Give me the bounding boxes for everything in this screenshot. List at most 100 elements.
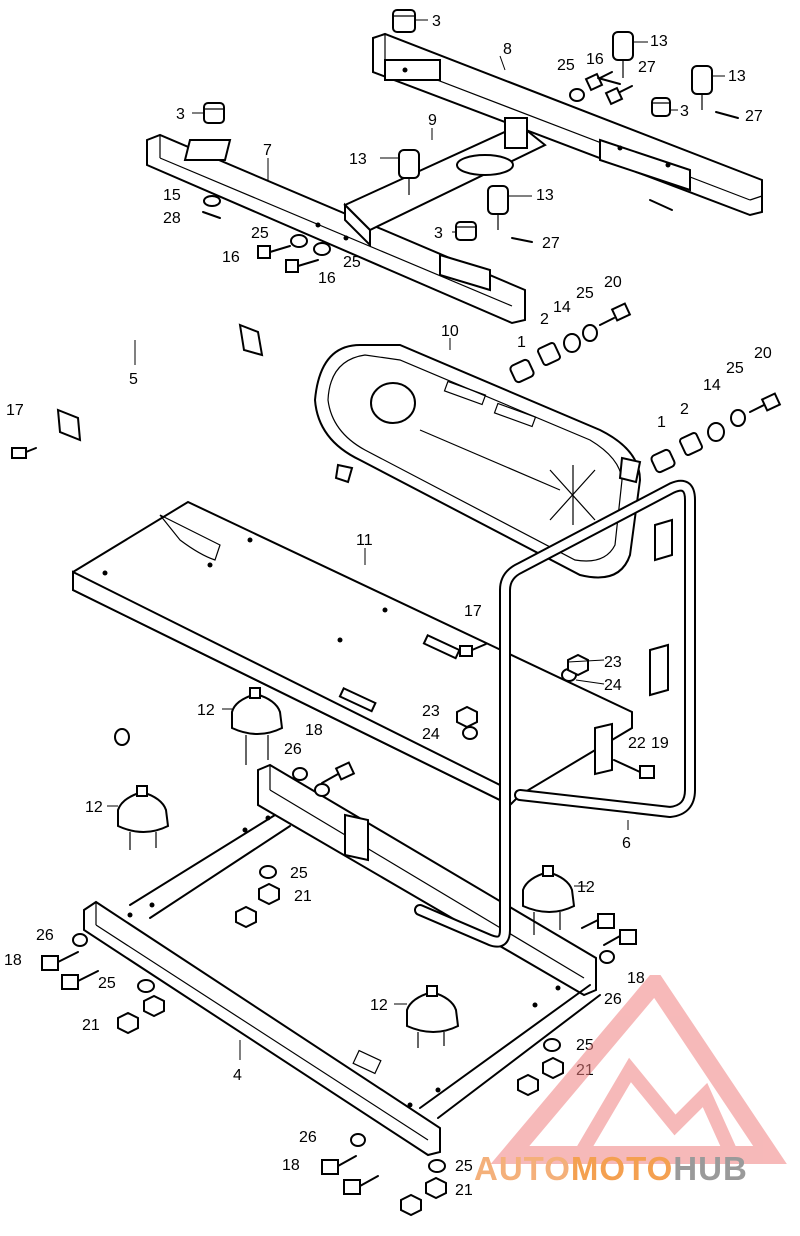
handle-tube-5 — [48, 279, 264, 746]
collar-1b — [650, 448, 676, 474]
bolt-18b — [41, 951, 79, 971]
mount-3a — [392, 9, 416, 33]
callout-24: 24 — [422, 726, 440, 743]
bolt-16b — [604, 85, 633, 106]
callout-24: 24 — [604, 677, 622, 694]
brand-wordmark: AUTOMOTOHUB — [474, 1150, 748, 1188]
callout-16: 16 — [318, 270, 336, 287]
mount-3d — [455, 221, 477, 241]
callout-3: 3 — [176, 106, 185, 123]
callout-26: 26 — [299, 1129, 317, 1146]
callout-12: 12 — [370, 997, 388, 1014]
callout-27: 27 — [745, 108, 763, 125]
callout-16: 16 — [586, 51, 604, 68]
callout-4: 4 — [233, 1067, 242, 1084]
callout-23: 23 — [604, 654, 622, 671]
mount-13b — [691, 65, 713, 110]
mount-12c — [522, 865, 576, 935]
callout-14: 14 — [553, 299, 571, 316]
brand-part-auto: AUTO — [474, 1150, 571, 1187]
callout-18: 18 — [4, 952, 22, 969]
callout-13: 13 — [728, 68, 746, 85]
callout-25: 25 — [455, 1158, 473, 1175]
mount-13d — [487, 185, 509, 230]
mount-3c — [203, 102, 225, 124]
hardware — [11, 71, 782, 1217]
bracket-plate-9 — [343, 117, 547, 248]
brand-part-moto: MOTO — [570, 1150, 674, 1187]
callout-17: 17 — [464, 603, 482, 620]
callout-25: 25 — [290, 865, 308, 882]
rubber-mounts — [117, 9, 713, 1048]
callout-21: 21 — [455, 1182, 473, 1199]
triangle-m-logo — [490, 975, 787, 1164]
callout-12: 12 — [197, 702, 215, 719]
callout-19: 19 — [651, 735, 669, 752]
callout-25: 25 — [576, 285, 594, 302]
logo-triangle-icon — [490, 975, 787, 1164]
callout-11: 11 — [356, 532, 373, 549]
upper-rail-7 — [146, 133, 526, 325]
callout-26: 26 — [284, 741, 302, 758]
callout-8: 8 — [503, 41, 512, 58]
callout-20: 20 — [754, 345, 772, 362]
callout-labels: 3 8 13 16 25 27 13 3 27 3 9 7 13 13 15 2… — [4, 13, 772, 1199]
mount-12a — [231, 687, 284, 765]
bolt-17b — [459, 643, 487, 657]
callout-7: 7 — [263, 142, 272, 159]
callout-10: 10 — [441, 323, 459, 340]
fuel-tank-10 — [313, 344, 642, 579]
handle-tube-6 — [414, 479, 696, 948]
callout-20: 20 — [604, 274, 622, 291]
bolt-18g — [343, 1175, 379, 1195]
callout-1: 1 — [517, 334, 526, 351]
callout-27: 27 — [542, 235, 560, 252]
bolt-20a — [599, 302, 632, 326]
callout-2: 2 — [680, 401, 689, 418]
bolt-20b — [749, 392, 782, 413]
callout-26: 26 — [604, 991, 622, 1008]
callout-22: 22 — [628, 735, 646, 752]
callout-25: 25 — [557, 57, 575, 74]
callout-1: 1 — [657, 414, 666, 431]
mount-12b — [117, 785, 170, 850]
base-plate-11 — [72, 500, 633, 807]
callout-14: 14 — [703, 377, 721, 394]
collar-2a — [537, 342, 561, 366]
callout-9: 9 — [428, 112, 437, 129]
callout-23: 23 — [422, 703, 440, 720]
callout-12: 12 — [577, 879, 595, 896]
callout-15: 15 — [163, 187, 181, 204]
callout-25: 25 — [251, 225, 269, 242]
mount-12d — [406, 985, 460, 1048]
collar-2b — [679, 432, 703, 456]
callout-21: 21 — [82, 1017, 100, 1034]
callout-21: 21 — [294, 888, 312, 905]
callout-3: 3 — [432, 13, 441, 30]
callout-27: 27 — [638, 59, 656, 76]
callout-2: 2 — [540, 311, 549, 328]
callout-13: 13 — [536, 187, 554, 204]
callout-3: 3 — [434, 225, 443, 242]
callout-13: 13 — [650, 33, 668, 50]
callout-25: 25 — [343, 254, 361, 271]
collar-1a — [509, 358, 535, 384]
bolt-18e — [581, 913, 615, 929]
bolt-18f — [321, 1155, 357, 1175]
callout-28: 28 — [163, 210, 181, 227]
bolt-18a — [321, 761, 356, 784]
callout-5: 5 — [129, 371, 138, 388]
bolt-18c — [61, 970, 99, 990]
callout-25: 25 — [98, 975, 116, 992]
mount-13a — [612, 31, 634, 78]
callout-17: 17 — [6, 402, 24, 419]
leader-lines — [107, 19, 725, 1060]
callout-18: 18 — [305, 722, 323, 739]
bolt-16c — [257, 245, 291, 259]
callout-25: 25 — [726, 360, 744, 377]
callout-16: 16 — [222, 249, 240, 266]
bolt-16d — [285, 259, 319, 273]
bolt-19 — [613, 759, 655, 779]
mount-13c — [398, 149, 420, 195]
